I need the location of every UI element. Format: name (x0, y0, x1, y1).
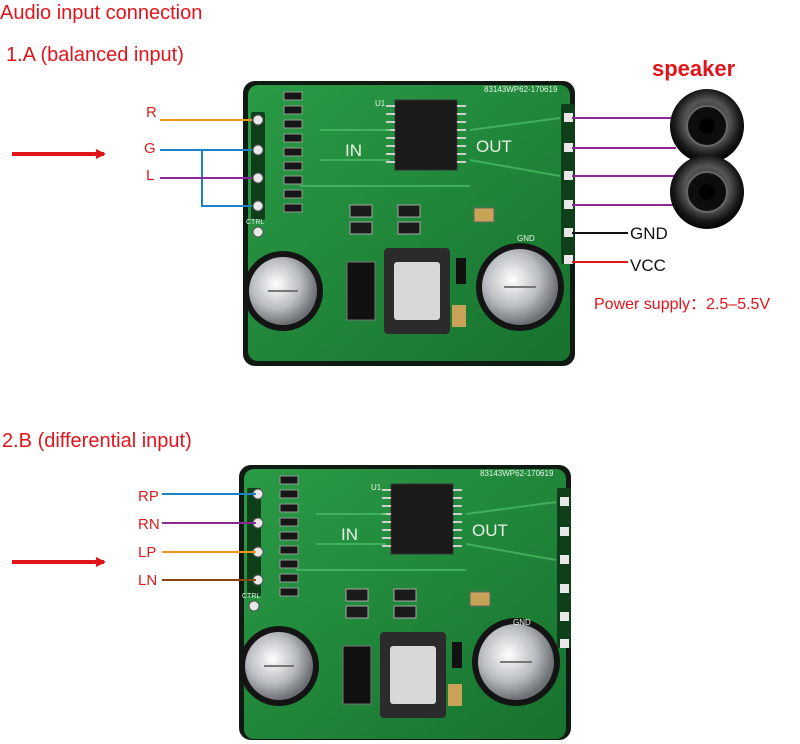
capacitor-right-a (476, 243, 564, 331)
right-header-b (557, 488, 571, 648)
board-ctrl-silk-b: CTRL (242, 593, 260, 600)
amplifier-board-b: 83143WP62-170619 IN OUT GND U1 CTRL (239, 465, 571, 740)
board-out-label-a: OUT (476, 137, 512, 156)
input-label-rp: RP (138, 488, 159, 505)
section-a-heading: 1.A (balanced input) (6, 44, 184, 66)
main-ic-b (382, 483, 462, 555)
board-in-label-a: IN (345, 141, 362, 160)
page-title: Audio input connection (0, 2, 203, 24)
capacitor-left-a (243, 251, 323, 331)
speaker-label: speaker (652, 56, 736, 81)
main-ic-a (386, 99, 466, 171)
gnd-label: GND (630, 224, 668, 243)
section-b-heading: 2.B (differential input) (2, 430, 192, 452)
input-label-ln: LN (138, 572, 158, 589)
board-gnd-silk-b: GND (513, 618, 531, 627)
board-part-number-a: 83143WP62-170619 (484, 85, 558, 94)
left-header-b (247, 488, 264, 612)
board-u1-silk-a: U1 (375, 99, 386, 108)
board-gnd-silk-a: GND (517, 234, 535, 243)
amplifier-board-a: 83143WP62-170619 IN OUT GND U1 CTRL (243, 81, 575, 366)
input-label-r: R (146, 104, 157, 121)
left-header-a (251, 112, 265, 238)
input-label-lp: LP (138, 544, 157, 561)
board-ctrl-silk-a: CTRL (246, 219, 264, 226)
input-label-l: L (146, 167, 155, 184)
board-u1-silk-b: U1 (371, 483, 382, 492)
board-out-label-b: OUT (472, 521, 508, 540)
input-label-rn: RN (138, 516, 160, 533)
board-part-number-b: 83143WP62-170619 (480, 469, 554, 478)
capacitor-right-b (472, 618, 560, 706)
right-header-a (561, 104, 575, 264)
speaker-icon (670, 155, 744, 229)
wire-g-branch (201, 150, 252, 207)
input-label-g: G (144, 140, 156, 157)
board-in-label-b: IN (341, 525, 358, 544)
capacitor-left-b (239, 626, 319, 706)
vcc-label: VCC (630, 256, 666, 275)
speaker-icon (670, 89, 744, 163)
power-supply-label: Power supply：2.5–5.5V (594, 296, 771, 313)
